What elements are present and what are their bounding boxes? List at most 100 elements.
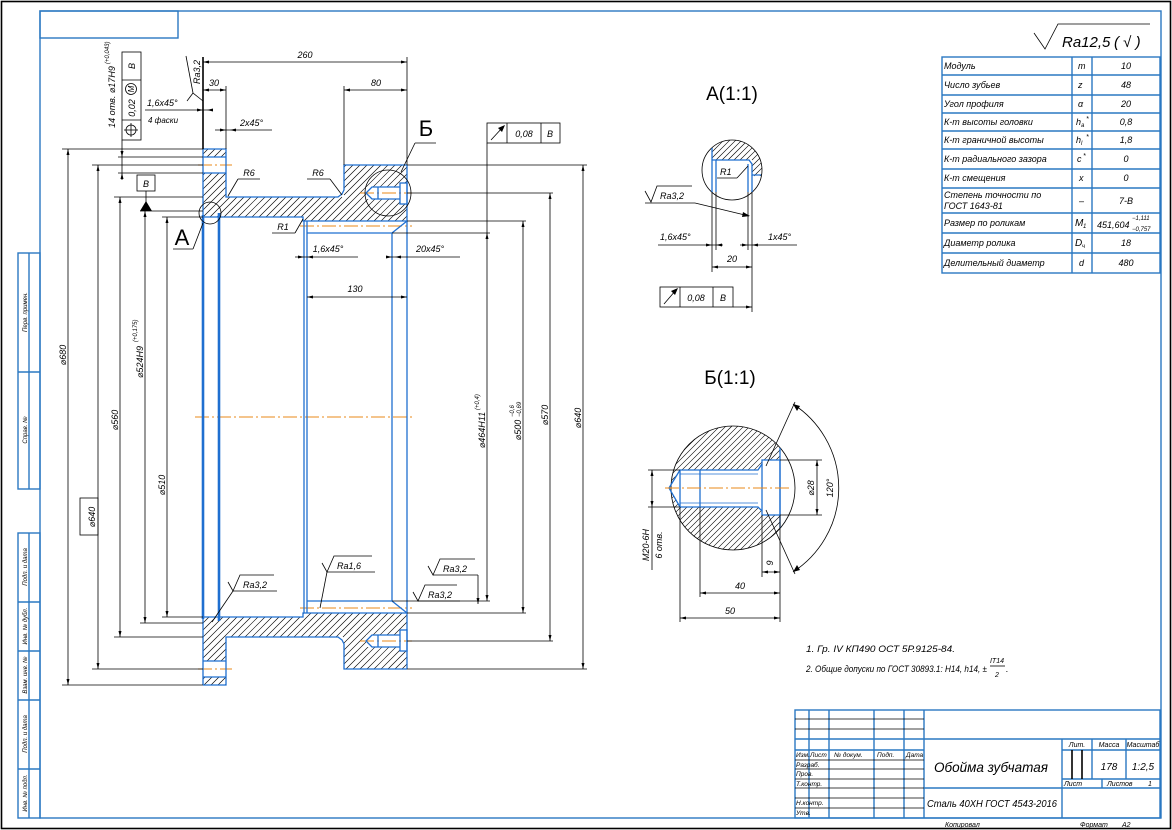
dim-right-length: 80: [371, 78, 381, 88]
leader-line: [694, 202, 750, 217]
hatch-line: [320, 612, 326, 618]
gear-table-row: К-т граничной высоты h l * 1,8: [944, 134, 1132, 147]
detail-circle: [701, 139, 763, 201]
hatch-line: [265, 196, 287, 218]
arrow-head: [476, 598, 480, 604]
leader-line: [294, 218, 304, 234]
table-border: [941, 56, 1161, 274]
sheet-label: Лист: [1063, 781, 1082, 788]
section-label-a: А: [175, 225, 190, 250]
column-header: № докум.: [834, 751, 863, 759]
arrow-head: [401, 295, 407, 299]
arrow-head: [521, 607, 525, 613]
param-value: 480: [1118, 258, 1133, 268]
runout-symbol-icon: [498, 125, 505, 132]
param-symbol: d: [1079, 258, 1085, 268]
hatch-line: [751, 154, 758, 161]
hatch-line: [380, 216, 386, 222]
arrow-head: [581, 663, 585, 669]
dim-overall-length: 260: [296, 50, 312, 60]
column-header: Дата: [905, 752, 924, 759]
param-name: Число зубьев: [944, 80, 1001, 90]
hatch-line: [398, 208, 408, 218]
arrow-head: [298, 255, 304, 259]
hatch-line: [258, 616, 280, 638]
roughness-symbol-icon: [1033, 23, 1150, 50]
position-tolerance-value: 0,02: [127, 99, 137, 117]
arrow-head: [96, 165, 100, 171]
roughness-symbol-icon: [412, 584, 457, 602]
param-name: К-т высоты головки: [944, 117, 1033, 127]
arrow-head: [746, 305, 752, 309]
hatch-line: [343, 616, 385, 658]
view-a-dimensions: [644, 165, 797, 312]
param-value: 0: [1123, 173, 1128, 183]
arrow-head: [521, 221, 525, 227]
hatch-line: [223, 196, 245, 218]
diameter-label: ⌀510: [157, 475, 167, 495]
hatch-line: [303, 216, 309, 222]
arrow-head: [220, 88, 226, 92]
arrow-head: [118, 197, 122, 203]
hatch-line: [217, 676, 227, 686]
hatch-line: [390, 612, 396, 618]
scale-value: 1:2,5: [1132, 762, 1155, 773]
roughness-symbol-icon: [427, 558, 475, 576]
thread-count-label: 6 отв.: [654, 531, 664, 558]
role-label: Пров.: [796, 771, 813, 778]
param-symbol: h: [1076, 135, 1081, 145]
role-label: Утв.: [795, 810, 811, 817]
param-symbol: M: [1075, 218, 1084, 229]
arrow-head: [712, 265, 718, 269]
arrow-head: [742, 243, 748, 247]
chamfer-label: 1,6x45°: [660, 232, 691, 242]
hatch-line: [244, 616, 266, 638]
hatch-line: [343, 616, 357, 630]
hatch-line: [220, 151, 227, 158]
hatch-line: [215, 186, 227, 198]
hatch-line: [675, 430, 710, 465]
hatch-line: [747, 515, 781, 549]
hatch-line: [251, 196, 273, 218]
stamp-label: Подп. и дата: [23, 715, 29, 753]
hatch-line: [362, 612, 368, 618]
hatch-line: [745, 150, 756, 161]
arrow-head: [230, 128, 236, 132]
hatch-line: [293, 616, 315, 638]
param-name: Угол профиля: [943, 99, 1004, 109]
arrow-head: [793, 565, 800, 572]
param-symbol-subscript: ч: [1082, 244, 1085, 250]
hatch-line: [342, 215, 345, 218]
leader-line: [319, 571, 328, 609]
hatch-line: [209, 196, 231, 218]
hatch-line: [757, 158, 760, 161]
view-a-outline: [701, 139, 763, 201]
arrow-head: [96, 663, 100, 669]
roughness-label: Ra3,2: [443, 564, 467, 574]
chamfer-label: 1x45°: [768, 232, 792, 242]
material: Сталь 40ХН ГОСТ 4543-2016: [927, 798, 1057, 810]
counterbore: [399, 629, 408, 652]
main-view-texts: 260 30 80 130 1,6x45° 4 фаски 2x45° 1,6x…: [58, 41, 583, 600]
gear-table-row: Степень точности по ГОСТ 1643-81 – 7-В: [944, 190, 1133, 211]
arrow-head: [220, 128, 226, 132]
mmc-modifier-icon: [125, 83, 137, 95]
hatch-line: [307, 616, 329, 638]
chamfer-note: 4 фаски: [148, 116, 179, 125]
hatch-line: [272, 616, 294, 638]
runout-tolerance-datum: В: [720, 293, 726, 303]
counterbore-diameter: ⌀28: [806, 480, 816, 495]
hatch-line: [369, 612, 375, 618]
leader-line: [192, 222, 204, 250]
hatch-line: [740, 509, 781, 550]
param-symbol: x: [1078, 173, 1084, 183]
hatch-line: [209, 616, 231, 638]
arrow-head: [66, 679, 70, 685]
hatch-line: [202, 172, 213, 183]
hatch-line: [230, 196, 252, 218]
arrow-head: [401, 88, 407, 92]
leader-line: [211, 590, 234, 623]
hatch-line: [202, 616, 210, 624]
general-roughness-suffix: ( √ ): [1114, 34, 1141, 51]
gear-table-row: Угол профиля α 20: [943, 99, 1131, 109]
